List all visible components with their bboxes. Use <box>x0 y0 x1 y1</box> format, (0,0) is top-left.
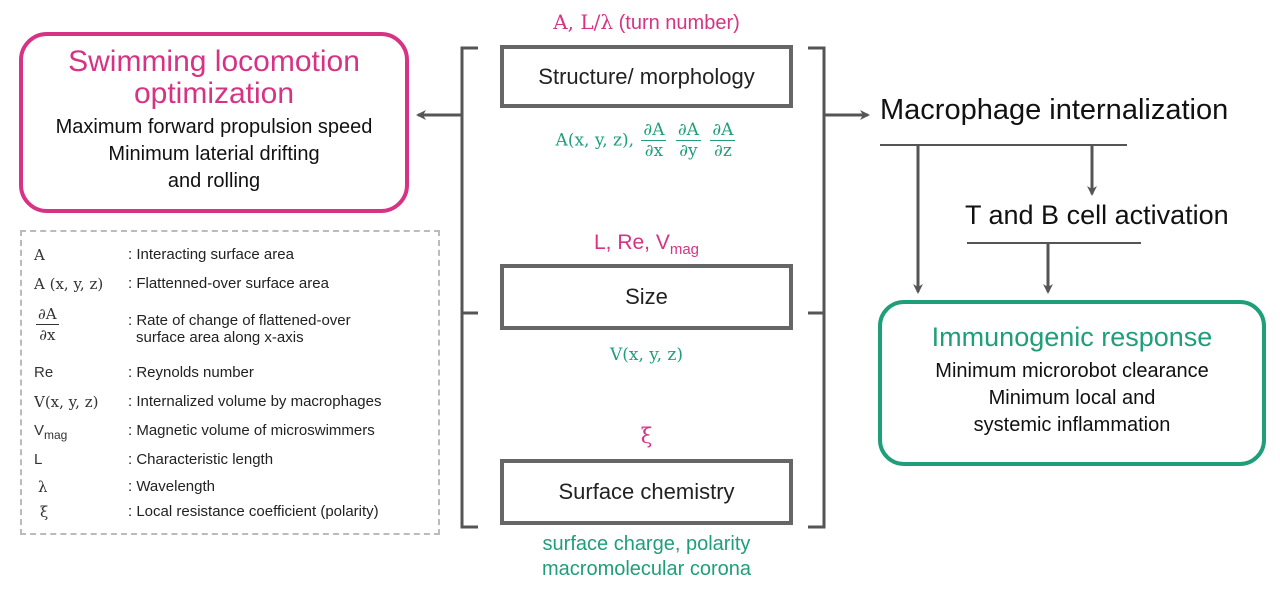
tb-cell-activation: T and B cell activation <box>965 200 1229 230</box>
legend-symbol: L <box>34 451 43 468</box>
immunogenic-line1: Minimum microrobot clearance <box>935 360 1209 382</box>
swimming-title: Swimming locomotion optimization <box>23 46 405 110</box>
immunogenic-criteria: Minimum microrobot clearance Minimum loc… <box>882 358 1262 439</box>
legend-symbol: Vmag <box>34 422 68 442</box>
right-bracket <box>808 46 826 529</box>
legend-desc: : Flattenned-over surface area <box>128 275 329 292</box>
legend-desc: : Internalized volume by macrophages <box>128 393 382 410</box>
immunogenic-response-box: Immunogenic response Minimum microrobot … <box>878 300 1266 466</box>
partial-x: ∂A∂x <box>641 120 667 161</box>
surface-box-label: Surface chemistry <box>558 479 735 504</box>
legend-desc: : Reynolds number <box>128 364 254 381</box>
structure-morphology-box: Structure/ morphology <box>500 45 793 108</box>
symbol-legend: A : Interacting surface area A (x, y, z)… <box>20 230 440 535</box>
structure-box-label: Structure/ morphology <box>538 64 755 89</box>
size-metric: V(x, y, z) <box>609 345 684 365</box>
swimming-line1: Maximum forward propulsion speed <box>55 116 373 138</box>
swimming-title-line2: optimization <box>133 77 295 110</box>
left-bracket <box>460 46 478 529</box>
legend-symbol: Re <box>34 364 54 381</box>
swimming-line2: Minimum laterial drifting <box>108 143 320 165</box>
immunogenic-title: Immunogenic response <box>931 322 1213 352</box>
surface-metric-line1: surface charge, polarity <box>542 533 751 555</box>
legend-symbol: A (x, y, z) <box>34 275 104 293</box>
size-box-label: Size <box>625 284 668 309</box>
surface-metric-line2: macromolecular corona <box>542 558 751 580</box>
legend-desc: : Magnetic volume of microswimmers <box>128 422 375 439</box>
size-parameters: L, Re, Vmag <box>593 231 700 259</box>
swimming-line3: and rolling <box>167 170 261 192</box>
legend-desc: : Local resistance coefficient (polarity… <box>128 503 379 520</box>
legend-symbol: λ <box>38 478 48 496</box>
immunogenic-line2: Minimum local and <box>988 387 1156 409</box>
legend-desc: : Wavelength <box>128 478 215 495</box>
legend-symbol: V(x, y, z) <box>34 393 99 411</box>
structure-parameters: A, L/λ (turn number) <box>553 10 740 34</box>
immunogenic-line3: systemic inflammation <box>973 414 1171 436</box>
surface-metrics: surface charge, polarity macromolecular … <box>480 532 813 582</box>
structure-metrics: A(x, y, z), ∂A∂x ∂A∂y ∂A∂z <box>555 120 736 161</box>
legend-desc: : Interacting surface area <box>128 246 294 263</box>
surface-parameter: ξ <box>640 424 653 448</box>
macrophage-internalization: Macrophage internalization <box>880 94 1229 126</box>
surface-chemistry-box: Surface chemistry <box>500 459 793 525</box>
partial-z: ∂A∂z <box>710 120 736 161</box>
legend-desc: : Rate of change of flattened-over surfa… <box>128 312 351 346</box>
legend-symbol: A <box>34 246 45 264</box>
swimming-title-line1: Swimming locomotion <box>68 45 360 78</box>
legend-symbol: ∂A ∂x <box>36 305 59 344</box>
swimming-optimization-box: Swimming locomotion optimization Maximum… <box>19 32 409 213</box>
size-box: Size <box>500 264 793 330</box>
partial-y: ∂A∂y <box>675 120 701 161</box>
legend-desc: : Characteristic length <box>128 451 274 468</box>
legend-symbol: ξ <box>40 503 49 521</box>
swimming-criteria: Maximum forward propulsion speed Minimum… <box>23 114 405 195</box>
